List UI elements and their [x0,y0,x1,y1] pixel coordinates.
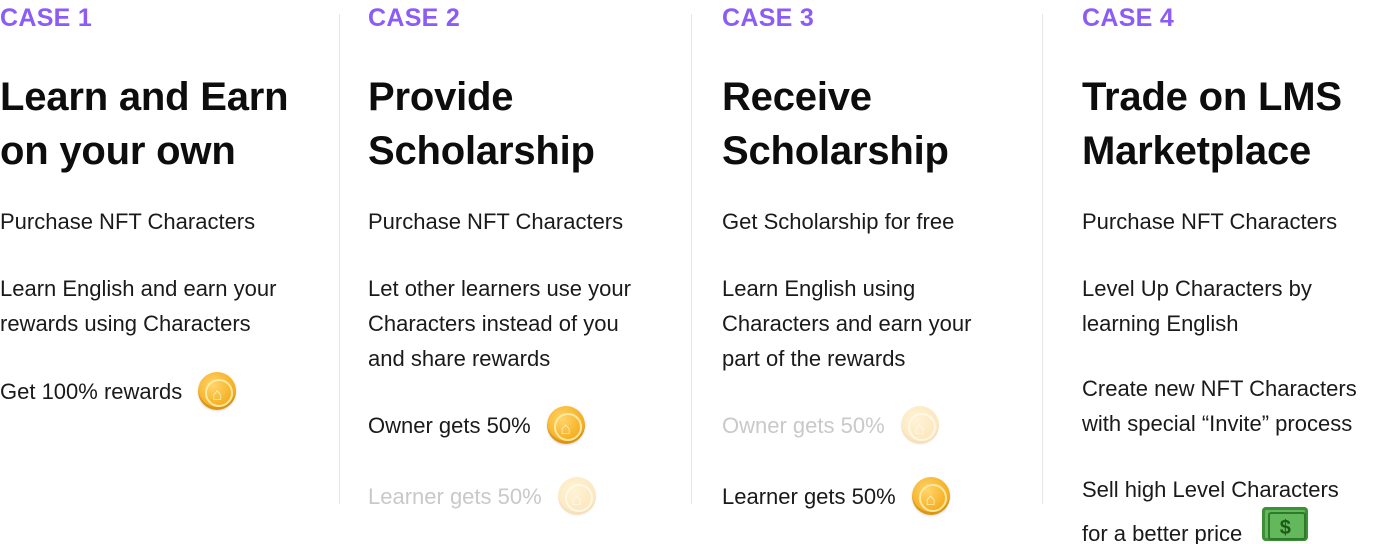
case-title: Trade on LMS Marketplace [1082,70,1342,178]
case-item: Purchase NFT Characters [0,204,255,239]
case-title-line: Receive [722,75,872,119]
case-item-text: with special “Invite” process [1082,411,1353,436]
case-item: Learner gets 50% [722,477,950,517]
coin-icon [546,406,585,446]
case-item: Level Up Characters by learning English [1082,271,1312,341]
case-title-line: Scholarship [722,129,949,173]
case-title-line: Provide [368,75,514,119]
case-item-text: learning English [1082,311,1239,336]
case-item-text: Purchase NFT Characters [368,209,624,234]
case-item-text: Owner gets 50% [722,412,885,438]
case-item-text: and share rewards [368,346,551,371]
case-label: CASE 4 [1082,4,1175,32]
case-item-text: Let other learners use your [368,276,631,301]
coin-icon [198,372,237,412]
case-item-text: Get 100% rewards [0,378,183,404]
case-item-text: Characters and earn your [722,311,972,336]
case-item-text: Learner gets 50% [368,483,542,509]
column-divider [691,14,692,504]
case-item-text: Create new NFT Characters [1082,376,1357,401]
case-item: Create new NFT Characters with special “… [1082,371,1357,441]
case-item: Get 100% rewards [0,372,237,412]
case-title-line: Trade on LMS [1082,75,1342,119]
case-title: Learn and Earn on your own [0,70,289,178]
coin-icon [557,477,596,517]
case-item-last-line: for a better price [1082,507,1339,544]
case-title: Receive Scholarship [722,70,949,178]
case-title-line: Scholarship [368,129,595,173]
case-item: Owner gets 50% [368,406,585,446]
column-divider [1042,14,1043,504]
coin-icon [900,406,939,446]
case-item-text: Level Up Characters by [1082,276,1312,301]
case-item-text: Sell high Level Characters [1082,477,1339,502]
case-item: Learn English and earn your rewards usin… [0,271,276,341]
case-item: Learn English using Characters and earn … [722,271,971,376]
coin-icon [911,477,950,517]
case-title-line: on your own [0,129,236,173]
column-divider [339,14,340,504]
case-item-text: Purchase NFT Characters [1082,209,1338,234]
case-item-text: Learn English and earn your [0,276,277,301]
case-item-text: Purchase NFT Characters [0,209,256,234]
case-item: Sell high Level Characters for a better … [1082,472,1339,544]
case-item: Purchase NFT Characters [1082,204,1337,239]
case-item-text: Get Scholarship for free [722,209,955,234]
case-item: Learner gets 50% [368,477,596,517]
case-item-text: Owner gets 50% [368,412,531,438]
case-item: Owner gets 50% [722,406,939,446]
case-item-text: Characters instead of you [368,311,619,336]
case-title: Provide Scholarship [368,70,595,178]
case-item: Let other learners use your Characters i… [368,271,631,376]
money-bill-icon [1262,507,1309,544]
case-item-text: Learner gets 50% [722,483,896,509]
case-label: CASE 3 [722,4,815,32]
case-item-text: rewards using Characters [0,311,251,336]
case-item-text: Learn English using [722,276,916,301]
case-label: CASE 2 [368,4,461,32]
case-label: CASE 1 [0,4,93,32]
case-title-line: Marketplace [1082,129,1312,173]
case-item: Purchase NFT Characters [368,204,623,239]
case-title-line: Learn and Earn [0,75,289,119]
case-item-text: for a better price [1082,521,1243,544]
case-item: Get Scholarship for free [722,204,954,239]
case-item-text: part of the rewards [722,346,906,371]
